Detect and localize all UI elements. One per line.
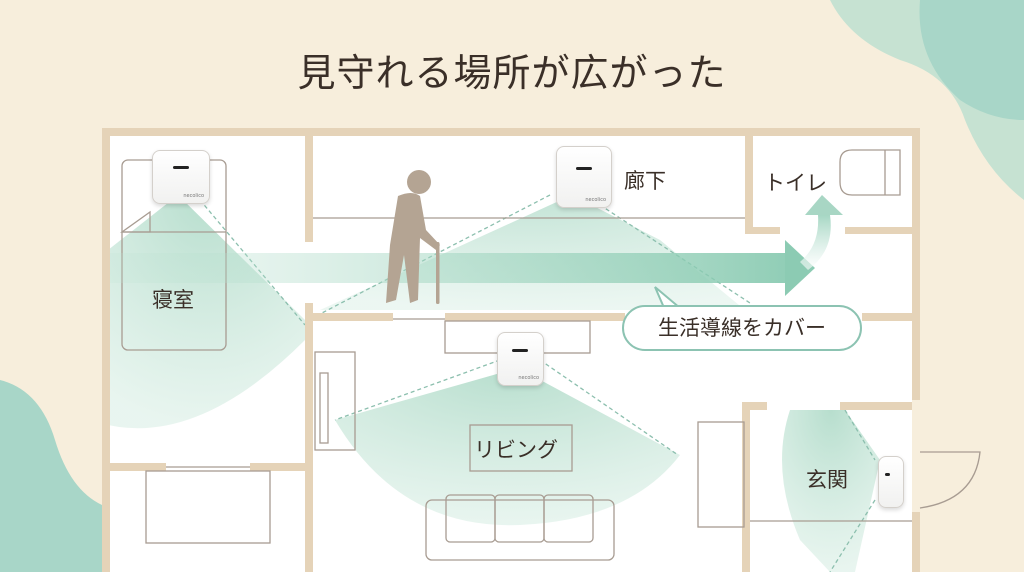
- sensor-device-hallway: necolico: [556, 146, 612, 208]
- decorative-blob-top-right: [830, 0, 1024, 200]
- living-coverage: [335, 368, 680, 526]
- room-label-living: リビング: [474, 438, 558, 462]
- callout-bubble: 生活導線をカバー: [622, 305, 862, 351]
- room-label-toilet: トイレ: [764, 171, 827, 195]
- sensor-device-living: necolico: [497, 332, 544, 386]
- sensor-device-entrance: [878, 456, 904, 508]
- walls: [102, 128, 920, 572]
- room-label-hallway: 廊下: [624, 169, 666, 193]
- room-label-bedroom: 寝室: [152, 288, 194, 312]
- route-arrow: [110, 195, 843, 296]
- elderly-person-icon: [386, 170, 440, 304]
- sensor-device-bedroom: necolico: [152, 150, 210, 204]
- decorative-blob-bottom-left: [0, 380, 102, 572]
- page-title: 見守れる場所が広がった: [297, 51, 727, 95]
- room-label-entrance: 玄関: [806, 468, 848, 492]
